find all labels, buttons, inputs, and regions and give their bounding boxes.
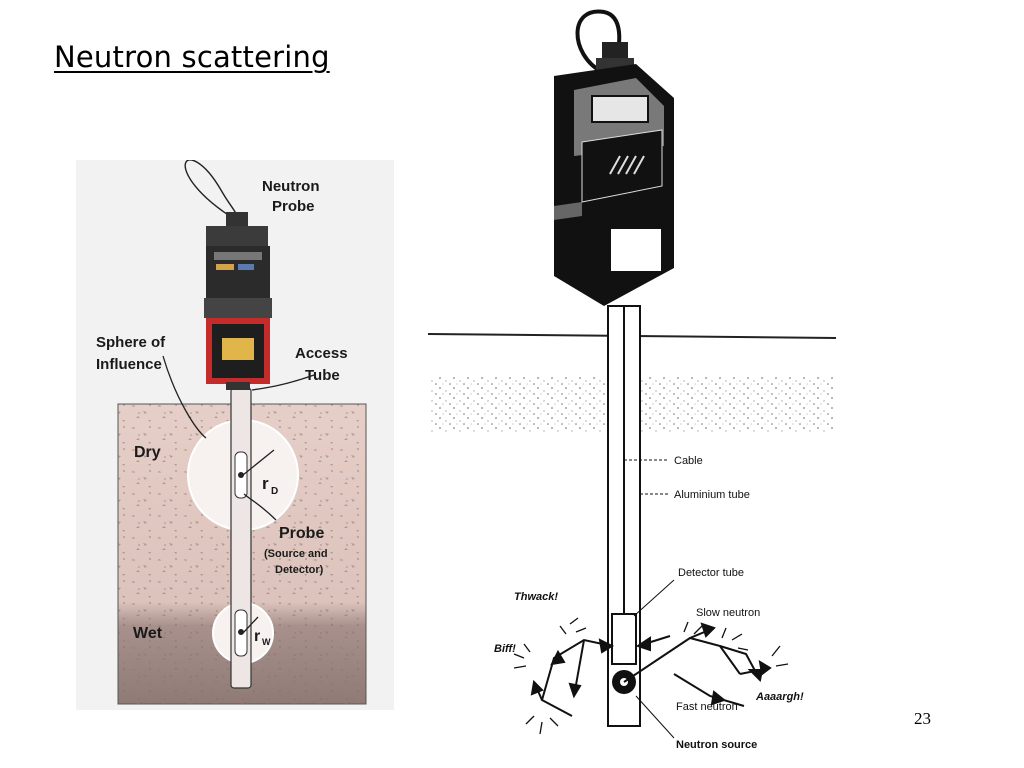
r-dry-subscript: D — [271, 486, 278, 497]
thwack-label: Thwack! — [514, 591, 558, 603]
slide-title: Neutron scattering — [54, 40, 330, 74]
sphere-of-influence-label-1: Sphere of — [96, 334, 166, 351]
r-wet-label: r — [254, 628, 260, 645]
detector-tube-label: Detector tube — [678, 567, 744, 579]
r-wet-subscript: W — [262, 637, 271, 647]
neutron-source-label: Neutron source — [676, 739, 757, 751]
neutron-probe-label-2: Probe — [272, 198, 315, 215]
biff-label: Biff! — [494, 643, 516, 655]
probe-detail-label-1: (Source and — [264, 548, 328, 560]
aluminium-tube-label: Aluminium tube — [674, 489, 750, 501]
wet-label: Wet — [133, 625, 163, 642]
probe-label: Probe — [279, 525, 324, 542]
left-neutron-probe-diagram: Neutron Probe Sphere of Influence Access… — [76, 160, 394, 710]
neutron-probe-device — [184, 160, 272, 390]
fast-neutron-label: Fast neutron — [676, 701, 738, 713]
probe-detail-label-2: Detector) — [275, 564, 324, 576]
access-tube-label-2: Tube — [305, 367, 340, 384]
cable-label: Cable — [674, 455, 703, 467]
sphere-of-influence-label-2: Influence — [96, 356, 162, 373]
detector-tube — [611, 613, 637, 665]
access-tube-label-1: Access — [295, 345, 348, 362]
slow-neutron-label: Slow neutron — [696, 607, 760, 619]
aaaargh-label: Aaaargh! — [755, 691, 804, 703]
neutron-probe-box — [554, 64, 674, 306]
r-dry-label: r — [262, 474, 269, 493]
neutron-probe-label-1: Neutron — [262, 178, 320, 195]
right-neutron-probe-illustration: Cable Aluminium tube Detector tube Slow … — [424, 6, 844, 762]
page-number: 23 — [914, 709, 931, 728]
dry-label: Dry — [134, 444, 161, 461]
